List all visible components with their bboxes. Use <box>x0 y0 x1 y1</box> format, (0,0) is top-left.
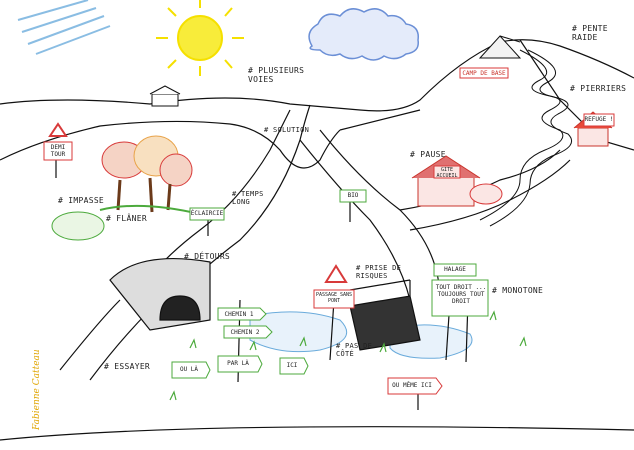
sign-chemin-2: CHEMIN 2 <box>230 329 260 336</box>
sign-bio: BIO <box>347 192 359 199</box>
warning-sign-icon <box>48 122 348 283</box>
label-detours: # DÉTOURS <box>184 252 231 261</box>
rain-strokes <box>17 0 111 55</box>
label-prise-de-risques: # PRISE DE RISQUES <box>356 264 402 280</box>
sign-refuge: REFUGE ! <box>584 116 614 123</box>
label-pente-raide: # PENTE RAIDE <box>572 24 608 42</box>
sign-ici: ICI <box>286 362 298 369</box>
label-essayer: # ESSAYER <box>104 362 151 371</box>
tunnel-icon <box>109 257 211 331</box>
label-impasse: # IMPASSE <box>58 196 105 205</box>
sign-halage: HALAGE <box>444 266 466 273</box>
author-credit: Fabienne Catteau <box>32 349 42 430</box>
sign-camp-de-base: CAMP DE BASE <box>462 70 506 77</box>
sign-gite-accueil: GITE ACCUEIL <box>436 167 458 179</box>
sign-par-la: PAR LÀ <box>227 360 249 367</box>
label-monotone: # MONOTONE <box>492 286 544 295</box>
label-pierriers: # PIERRIERS <box>570 84 627 93</box>
label-pas-de-cote: # PAS DE CÔTÉ <box>336 342 373 358</box>
tent-icon <box>478 35 522 59</box>
label-solution: # SOLUTION <box>264 126 310 134</box>
label-pause: # PAUSE <box>410 150 446 159</box>
trees-cluster <box>99 135 201 215</box>
sign-eclaircie: ÉCLAIRCIE <box>190 210 224 217</box>
sign-demi-tour: DEMI TOUR <box>50 144 66 158</box>
sign-tout-droit: TOUT DROIT ... TOUJOURS TOUT DROIT <box>435 284 487 305</box>
label-flaner: # FLÂNER <box>106 214 147 223</box>
sun-icon <box>156 0 244 76</box>
house-icon <box>149 85 181 107</box>
cloud-icon <box>308 8 419 61</box>
bridge-icon <box>349 279 421 351</box>
sign-ou-meme-ici: OU MÊME ICI <box>392 382 432 389</box>
sign-passage-sans-pont: PASSAGE SANS PONT <box>315 292 353 304</box>
label-plusieurs-voies: # PLUSIEURS VOIES <box>248 66 305 84</box>
label-temps-long: # TEMPS LONG <box>232 190 264 206</box>
sign-ou-la: OU LÀ <box>179 366 199 373</box>
sign-chemin-1: CHEMIN 1 <box>224 311 254 318</box>
